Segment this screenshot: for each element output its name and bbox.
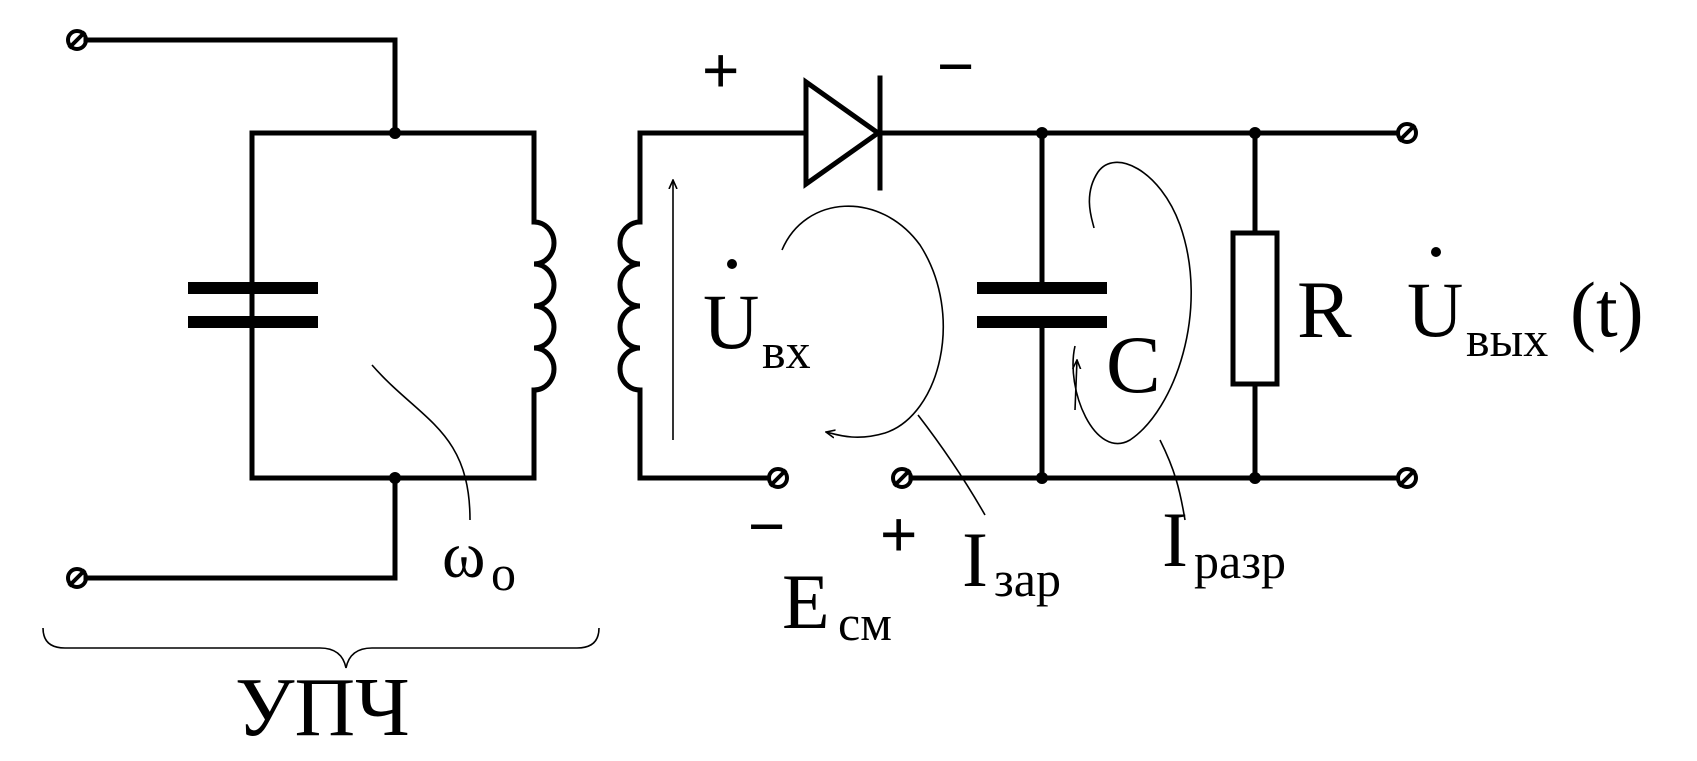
primary-coil xyxy=(531,219,557,393)
input-terminal-bottom xyxy=(66,567,88,589)
secondary-coil xyxy=(617,219,643,393)
diode xyxy=(803,75,883,191)
charge-current-leader-line xyxy=(917,414,986,516)
charge-current-label: I зар xyxy=(962,516,1061,607)
svg-text:U: U xyxy=(703,278,759,365)
junction-dot xyxy=(1249,472,1261,484)
bias-plus-polarity: + xyxy=(880,498,917,570)
svg-text:ω: ω xyxy=(442,519,485,592)
svg-text:(t): (t) xyxy=(1570,266,1644,353)
diode-cathode-polarity: − xyxy=(937,30,974,102)
charge-current-loop xyxy=(781,205,945,437)
svg-text:зар: зар xyxy=(994,551,1061,607)
svg-text:I: I xyxy=(1162,496,1188,583)
output-voltage-label: U вых (t) xyxy=(1407,247,1644,367)
amplifier-brace xyxy=(42,627,600,669)
bias-voltage-label: E см xyxy=(782,558,892,651)
resonance-leader-line xyxy=(371,364,471,521)
input-lead-bottom xyxy=(83,475,398,581)
bias-minus-polarity: − xyxy=(748,490,785,562)
junction-dot xyxy=(1249,127,1261,139)
svg-text:I: I xyxy=(962,516,988,603)
svg-text:см: см xyxy=(838,595,892,651)
amplifier-block-label: УПЧ xyxy=(235,661,410,754)
svg-text:o: o xyxy=(491,545,516,601)
discharge-current-loop xyxy=(1072,161,1192,445)
input-lead-top xyxy=(83,37,398,136)
output-terminal-bottom xyxy=(1396,467,1418,489)
tank-circuit-wire xyxy=(249,130,537,481)
discharge-current-arrowhead xyxy=(1075,360,1077,411)
junction-dot xyxy=(1036,472,1048,484)
svg-text:вых: вых xyxy=(1466,311,1548,367)
bias-terminal-right xyxy=(891,467,913,489)
diode-anode-polarity: + xyxy=(702,34,739,106)
tank-capacitor xyxy=(188,130,318,481)
input-voltage-label: U вх xyxy=(703,259,811,379)
discharge-current-leader-line xyxy=(1159,439,1186,521)
junction-dot xyxy=(1036,127,1048,139)
load-resistor xyxy=(1230,130,1280,481)
bias-terminal-left xyxy=(767,467,789,489)
svg-text:U: U xyxy=(1407,266,1463,353)
load-capacitor xyxy=(977,130,1107,481)
output-terminal-top xyxy=(1396,122,1418,144)
svg-text:E: E xyxy=(782,558,830,645)
resonance-frequency-label: ω o xyxy=(442,519,516,601)
discharge-current-label: I разр xyxy=(1162,496,1286,589)
capacitor-label: C xyxy=(1106,319,1161,410)
svg-text:разр: разр xyxy=(1194,533,1286,589)
input-terminal-top xyxy=(66,29,88,51)
secondary-wire xyxy=(637,130,807,481)
svg-text:вх: вх xyxy=(762,323,811,379)
resistor-label: R xyxy=(1297,264,1352,355)
